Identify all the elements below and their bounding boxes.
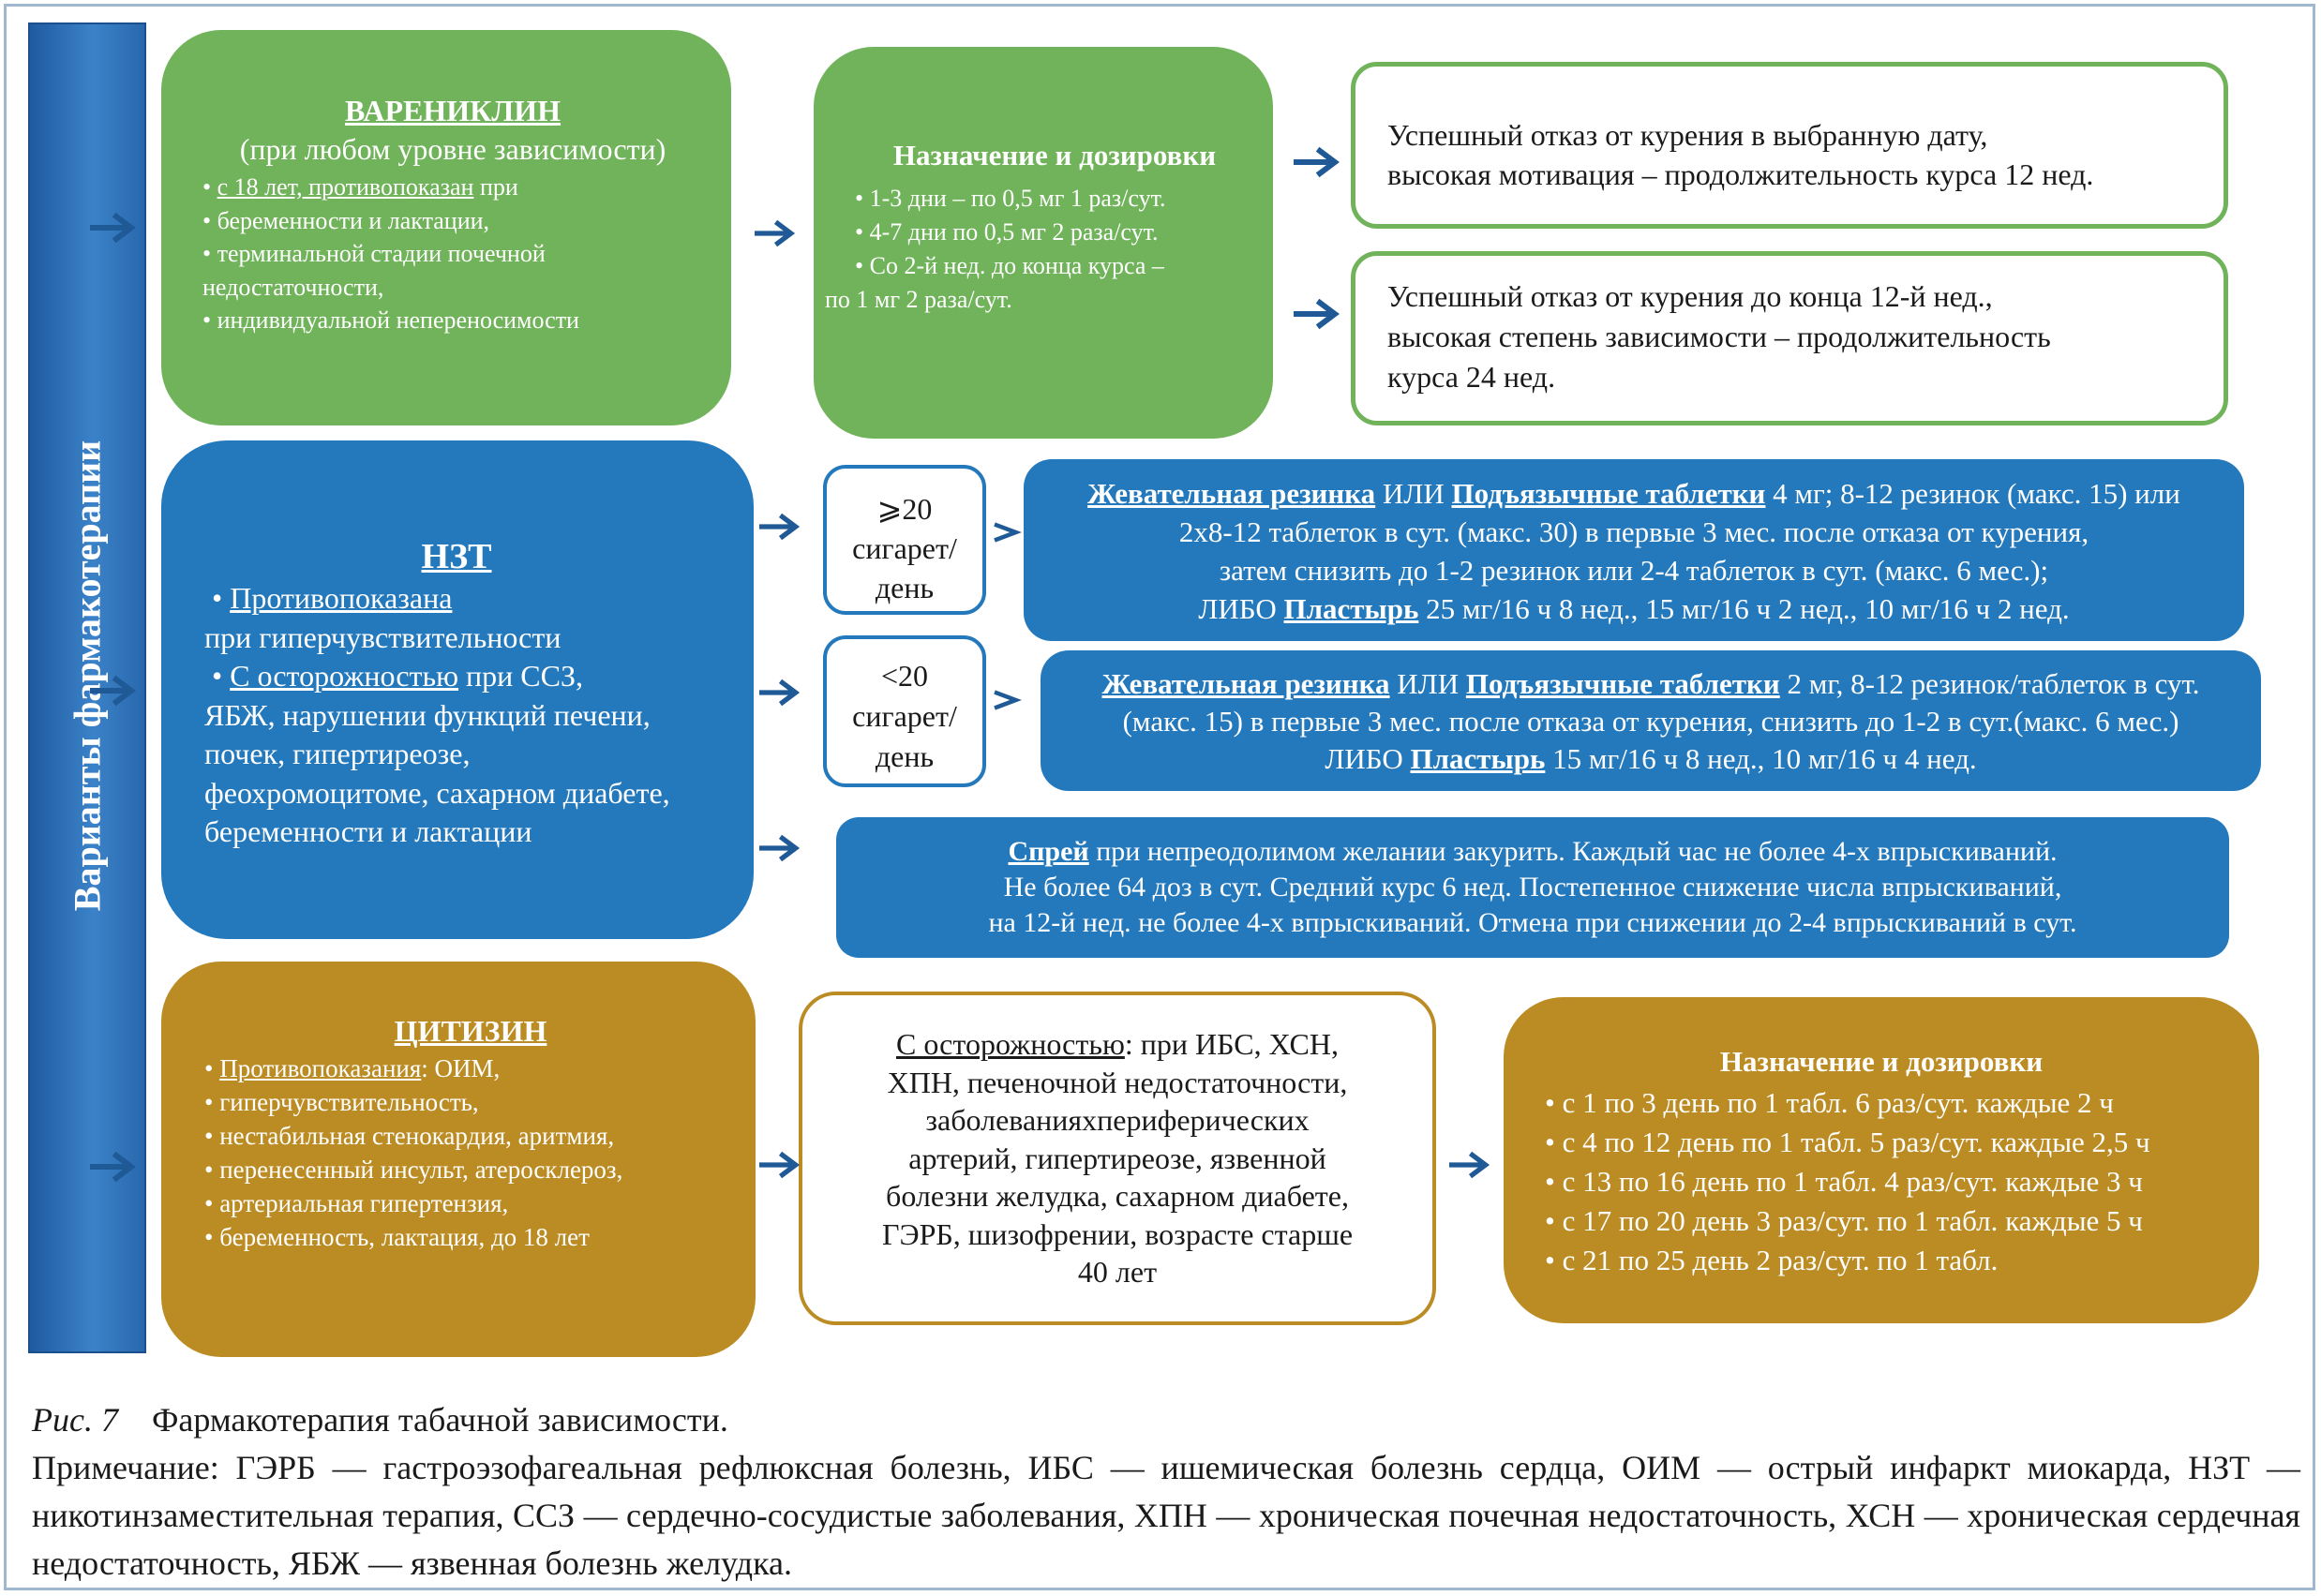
cytisine-dosing-box: Назначение и дозировки с 1 по 3 день по … [1504, 997, 2259, 1323]
cytisine-item-1: Противопоказания: ОИМ, [204, 1052, 746, 1085]
arrow-to-nzt [90, 675, 136, 707]
nzt-low-dosing-box: Жевательная резинка ИЛИ Подъязычные табл… [1041, 650, 2261, 791]
arrow-to-outcome-24 [1294, 298, 1340, 330]
figure-caption: Рис. 7 Фармакотерапия табачной зависимост… [32, 1396, 2300, 1588]
cytisine-dose-1: с 1 по 3 день по 1 табл. 6 раз/сут. кажд… [1545, 1083, 2250, 1123]
outcome-12-line-1: Успешный отказ от курения в выбранную да… [1387, 118, 1988, 152]
caption-title-line: Рис. 7 Фармакотерапия табачной зависимост… [32, 1396, 2300, 1444]
cytisine-box: ЦИТИЗИН Противопоказания: ОИМ, гиперчувс… [161, 962, 756, 1357]
cytisine-dose-5: с 21 по 25 день 2 раз/сут. по 1 табл. [1545, 1241, 2250, 1280]
cytisine-item-3: нестабильная стенокардия, аритмия, [204, 1119, 746, 1153]
nzt-item-2-line-2: ЯБЖ, нарушении функций печени, [204, 697, 651, 732]
cytisine-dose-2: с 4 по 12 день по 1 табл. 5 раз/сут. каж… [1545, 1123, 2250, 1162]
arrow-to-nzt-high-dosing [994, 522, 1022, 543]
figure-label: Рис. 7 [32, 1401, 118, 1439]
threshold-high-unit: сигарет/ [852, 531, 957, 565]
nzt-high-line-3: затем снизить до 1-2 резинок или 2-4 таб… [1219, 554, 2049, 587]
nzt-high-line-4: ЛИБО Пластырь 25 мг/16 ч 8 нед., 15 мг/1… [1198, 592, 2070, 625]
threshold-low-box: <20 сигарет/ день [823, 635, 986, 787]
outcome-24-line-3: курса 24 нед. [1387, 360, 1556, 394]
spray-box: Спрей при непреодолимом желании закурить… [836, 817, 2229, 958]
threshold-low-unit: сигарет/ [852, 699, 957, 733]
caution-line-4: артерий, гипертиреозе, язвенной [908, 1141, 1326, 1175]
nzt-low-line-1: Жевательная резинка ИЛИ Подъязычные табл… [1101, 667, 2200, 700]
vareniclin-dose-1: 1-3 дни – по 0,5 мг 1 раз/сут. [855, 182, 1254, 216]
outcome-12-weeks: Успешный отказ от курения в выбранную да… [1351, 62, 2228, 229]
arrow-to-cytisine [90, 1151, 136, 1183]
vareniclin-dosing-title: Назначение и дозировки [892, 139, 1217, 172]
vareniclin-item-3-cont: недостаточности, [202, 273, 384, 301]
spray-line-2: Не более 64 доз в сут. Средний курс 6 не… [1003, 872, 2062, 902]
vareniclin-subtitle: (при любом уровне зависимости) [239, 132, 666, 166]
arrow-to-spray [759, 834, 801, 862]
threshold-high-value: ⩾20 [876, 492, 933, 526]
nzt-high-line-1: Жевательная резинка ИЛИ Подъязычные табл… [1087, 477, 2180, 510]
arrow-to-threshold-high [759, 513, 801, 541]
spray-line-1: Спрей при непреодолимом желании закурить… [1008, 836, 2058, 867]
outcome-12-line-2: высокая мотивация – продолжительность ку… [1387, 157, 2094, 191]
nzt-item-2: С осторожностью при ССЗ, [212, 657, 746, 696]
arrow-to-nzt-low-dosing [994, 690, 1022, 710]
arrow-to-outcome-12 [1294, 146, 1340, 178]
vareniclin-item-1: с 18 лет, противопоказан при [202, 171, 703, 204]
outcome-24-line-1: Успешный отказ от курения до конца 12-й … [1387, 279, 1993, 313]
threshold-low-value: <20 [880, 659, 929, 693]
nzt-title: НЗТ [421, 537, 492, 576]
vareniclin-dosing-box: Назначение и дозировки 1-3 дни – по 0,5 … [814, 47, 1273, 439]
nzt-item-1: Противопоказана [212, 579, 746, 619]
cytisine-dose-4: с 17 по 20 день 3 раз/сут. по 1 табл. ка… [1545, 1201, 2250, 1241]
cytisine-title: ЦИТИЗИН [394, 1014, 547, 1048]
arrow-to-vareniclin-dosing [755, 219, 796, 247]
nzt-low-line-3: ЛИБО Пластырь 15 мг/16 ч 8 нед., 10 мг/1… [1325, 742, 1977, 775]
cytisine-dose-3: с 13 по 16 день по 1 табл. 4 раз/сут. ка… [1545, 1162, 2250, 1201]
nzt-high-line-2: 2х8-12 таблеток в сут. (макс. 30) в перв… [1178, 515, 2089, 548]
outcome-24-weeks: Успешный отказ от курения до конца 12-й … [1351, 251, 2228, 425]
vareniclin-item-2: беременности и лактации, [202, 204, 703, 238]
caution-line-7: 40 лет [1077, 1255, 1158, 1289]
caution-line-2: ХПН, печеночной недостаточности, [887, 1065, 1348, 1099]
cytisine-item-2: гиперчувствительность, [204, 1085, 746, 1119]
spray-line-3: на 12-й нед. не более 4-х впрыскиваний. … [988, 907, 2077, 938]
arrow-to-vareniclin [90, 212, 136, 244]
caption-note: Примечание: ГЭРБ — гастроэзофагеальная р… [32, 1449, 2300, 1582]
vareniclin-dose-3-cont: по 1 мг 2 раза/сут. [825, 286, 1012, 313]
cytisine-item-4: перенесенный инсульт, атеросклероз, [204, 1153, 746, 1186]
threshold-high-per: день [875, 571, 935, 604]
arrow-to-threshold-low [759, 679, 801, 707]
nzt-item-2-line-4: феохромоцитоме, сахарном диабете, [204, 775, 670, 810]
vareniclin-box: ВАРЕНИКЛИН (при любом уровне зависимости… [161, 30, 731, 425]
cytisine-item-6: беременность, лактация, до 18 лет [204, 1220, 746, 1254]
nzt-item-1-cont: при гиперчувствительности [204, 619, 562, 654]
caution-line-1: С осторожностью: при ИБС, ХСН, [896, 1027, 1339, 1061]
nzt-item-2-line-5: беременности и лактации [204, 814, 532, 848]
cytisine-dosing-title: Назначение и дозировки [1719, 1045, 2044, 1078]
arrow-to-cytisine-caution [759, 1151, 801, 1179]
nzt-high-dosing-box: Жевательная резинка ИЛИ Подъязычные табл… [1024, 459, 2244, 641]
vareniclin-dose-2: 4-7 дни по 0,5 мг 2 раза/сут. [855, 216, 1254, 249]
nzt-box: НЗТ Противопоказана при гиперчувствитель… [161, 440, 754, 939]
caution-line-6: ГЭРБ, шизофрении, возрасте старше [881, 1216, 1354, 1251]
caution-line-5: болезни желудка, сахарном диабете, [886, 1179, 1349, 1213]
vareniclin-item-3: терминальной стадии почечной [202, 237, 703, 271]
outcome-24-line-2: высокая степень зависимости – продолжите… [1387, 320, 2051, 353]
nzt-low-line-2: (макс. 15) в первые 3 мес. после отказа … [1122, 705, 2179, 738]
vareniclin-item-4: индивидуальной непереносимости [202, 304, 703, 337]
nzt-item-2-line-3: почек, гипертиреозе, [204, 737, 471, 770]
vareniclin-title: ВАРЕНИКЛИН [345, 94, 561, 127]
cytisine-caution-box: С осторожностью: при ИБС, ХСН, ХПН, пече… [799, 992, 1436, 1325]
threshold-high-box: ⩾20 сигарет/ день [823, 465, 986, 615]
figure-title: Фармакотерапия табачной зависимости. [151, 1401, 728, 1439]
threshold-low-per: день [875, 739, 935, 773]
vareniclin-dose-3: Со 2-й нед. до конца курса – [855, 249, 1254, 283]
cytisine-item-5: артериальная гипертензия, [204, 1186, 746, 1220]
arrow-to-cytisine-dosing [1449, 1151, 1490, 1179]
figure-frame [4, 4, 2315, 1590]
caution-line-3: заболеванияхпериферических [925, 1103, 1310, 1137]
